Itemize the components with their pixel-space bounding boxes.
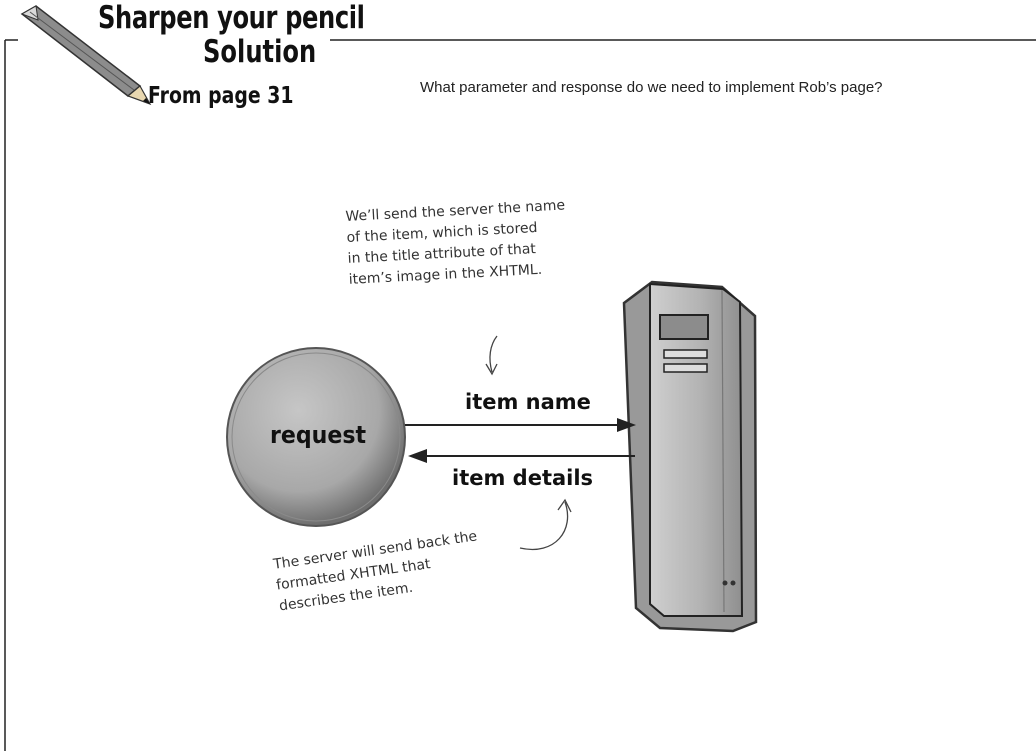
request-label: request bbox=[263, 421, 373, 449]
item-name-label: item name bbox=[465, 390, 591, 414]
annotation-top: We’ll send the server the name of the it… bbox=[345, 195, 569, 290]
server-drive-bay bbox=[660, 315, 708, 339]
arrow-to-server bbox=[405, 418, 636, 432]
item-details-label: item details bbox=[452, 466, 593, 490]
arrow-from-server bbox=[408, 449, 635, 463]
header-title: Sharpen your pencil bbox=[98, 0, 365, 36]
question-text: What parameter and response do we need t… bbox=[420, 77, 980, 98]
header-page-ref: From page 31 bbox=[148, 82, 293, 110]
pointer-bottom-line bbox=[520, 502, 568, 549]
server-tower bbox=[624, 282, 756, 631]
pointer-bottom-arrowhead bbox=[558, 500, 571, 512]
header-subtitle: Solution bbox=[203, 34, 316, 70]
